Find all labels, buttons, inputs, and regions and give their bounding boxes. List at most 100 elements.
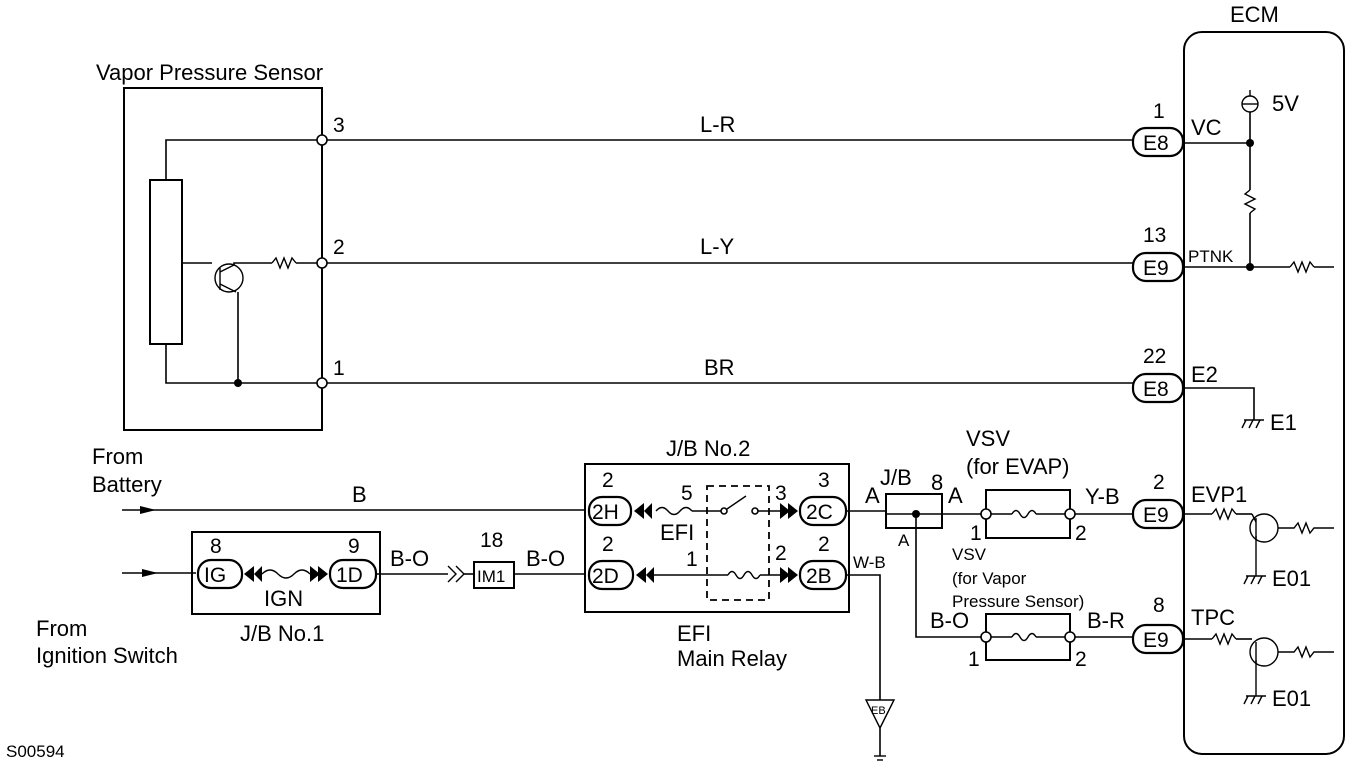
ecm-pin-num: 2 [1153,471,1165,494]
jb2-2b-num: 2 [818,533,830,556]
wire-wb-label: W-B [853,553,886,572]
wire-lr-label: L-R [700,112,735,137]
relay-pin-1: 1 [686,548,698,571]
5v-label: 5V [1272,91,1299,116]
efi-fuse-label: EFI [660,520,694,545]
jb2-2h-connector [587,495,633,527]
ecm-title: ECM [1230,2,1279,27]
jb1-ig-label: IG [204,564,226,587]
sensor-element [149,179,183,345]
sensor-pin-3-label: 3 [333,114,345,137]
ign-arrow-icon [142,569,158,577]
jb1-ig-num: 8 [210,535,222,558]
jb2-label: J/B No.2 [666,436,750,461]
jb2-2b-label: 2B [806,565,832,588]
sensor-pin-1 [316,377,328,389]
jb1-1d-label: 1D [336,564,363,587]
jb2-box [584,463,850,613]
vsv-vapor-pin-1: 1 [968,648,980,671]
efi-relay-box [706,485,770,601]
jb-small-a-right: A [948,483,963,508]
ecm-conn-label: E9 [1143,257,1169,280]
jb-small-label: J/B [880,465,912,490]
sensor-transistor [214,263,244,293]
jb2-2d-label: 2D [592,565,619,588]
vsv-evap-label-1: VSV [966,426,1010,451]
jb-small-box [885,493,943,529]
jb2-2c-label: 2C [806,501,833,524]
ecm-pin-num: 8 [1153,594,1165,617]
relay-pin-3: 3 [775,482,787,505]
vsv-evap-pin-2: 2 [1075,522,1087,545]
ign-fuse-icon [261,569,311,579]
sensor-pin-3 [316,134,328,146]
efi-fuse-icon [655,506,693,516]
ecm-signal-evp1: EVP1 [1191,482,1247,507]
from-battery-label-2: Battery [92,472,162,497]
jb2-2d-connector [587,559,635,591]
figure-code: S00594 [6,742,65,761]
jb2-2h-label: 2H [592,501,619,524]
jb2-2h-num: 2 [602,469,614,492]
from-battery-label-1: From [92,444,143,469]
ecm-signal-e2: E2 [1191,362,1218,387]
jb1-label: J/B No.1 [240,621,324,646]
ecm-pullup-resistor [1243,189,1257,214]
relay-coil-icon [727,570,761,580]
jb-small-num: 8 [931,470,943,495]
ecm-conn-label: E8 [1143,378,1169,401]
ground-e01-evp1-icon [1243,575,1266,585]
wire-br-label: BR [704,355,735,380]
im1-chevron-icon [447,565,457,583]
sensor-pin-2 [316,257,328,269]
wire-bo3-label: B-O [930,608,969,633]
relay-pin-5: 5 [681,482,693,505]
jb2-2c-num: 3 [818,469,830,492]
battery-arrow-icon [140,506,156,514]
ecm-signal-tpc: TPC [1191,605,1235,630]
ecm-pin-num: 22 [1143,345,1166,368]
ecm-conn-label: E9 [1143,504,1169,527]
vsv-vapor-label-3: Pressure Sensor) [952,592,1084,611]
wire-brr-label: B-R [1087,608,1125,633]
from-ign-label-1: From [36,616,87,641]
vsv-evap-pin-1: 1 [970,522,982,545]
ground-e1-label: E1 [1270,410,1297,435]
jb-small-a-bottom: A [898,531,910,550]
vsv-vapor-label-1: VSV [952,545,987,564]
vsv-vapor-label-2: (for Vapor [952,569,1027,588]
ground-e01-label-1: E01 [1272,566,1311,591]
ground-e01-tpc-icon [1243,695,1266,705]
jb2-2d-num: 2 [602,533,614,556]
wire-bo1-label: B-O [390,546,429,571]
ecm-connector-e2: E8 22 E2 [1131,345,1218,404]
ecm-pin-num: 1 [1153,100,1165,123]
ecm-connector-evp1: E9 2 EVP1 [1131,471,1247,530]
efi-relay-label-1: EFI [677,621,711,646]
from-ign-label-2: Ignition Switch [36,643,178,668]
ecm-pin-num: 13 [1143,224,1166,247]
ground-e1-icon [1241,419,1264,429]
tpc-transistor [1249,637,1279,667]
ign-fuse-label: IGN [264,586,303,611]
im1-label: IM1 [477,567,505,586]
relay-pin-2: 2 [775,542,787,565]
ecm-conn-label: E9 [1143,629,1169,652]
jb-small-a-left: A [865,483,880,508]
vsv-vapor-pin-2: 2 [1075,648,1087,671]
ecm-conn-label: E8 [1143,132,1169,155]
vsv-evap-label-2: (for EVAP) [966,454,1070,479]
ecm-signal-vc: VC [1191,115,1222,140]
vsv-evap-coil-icon [1011,509,1037,519]
ecm-connector-vc: E8 1 VC [1131,100,1222,158]
ground-e01-label-2: E01 [1272,686,1311,711]
relay-switch [726,495,747,510]
ecm-connector-ptnk: E9 13 PTNK [1131,224,1234,283]
sensor-wire-3 [165,139,322,180]
ecm-box [1183,31,1345,755]
jb1-box [191,531,381,615]
ground-eb-icon [864,699,896,730]
wire-ly-label: L-Y [700,234,735,259]
wire-yb-label: Y-B [1085,484,1120,509]
